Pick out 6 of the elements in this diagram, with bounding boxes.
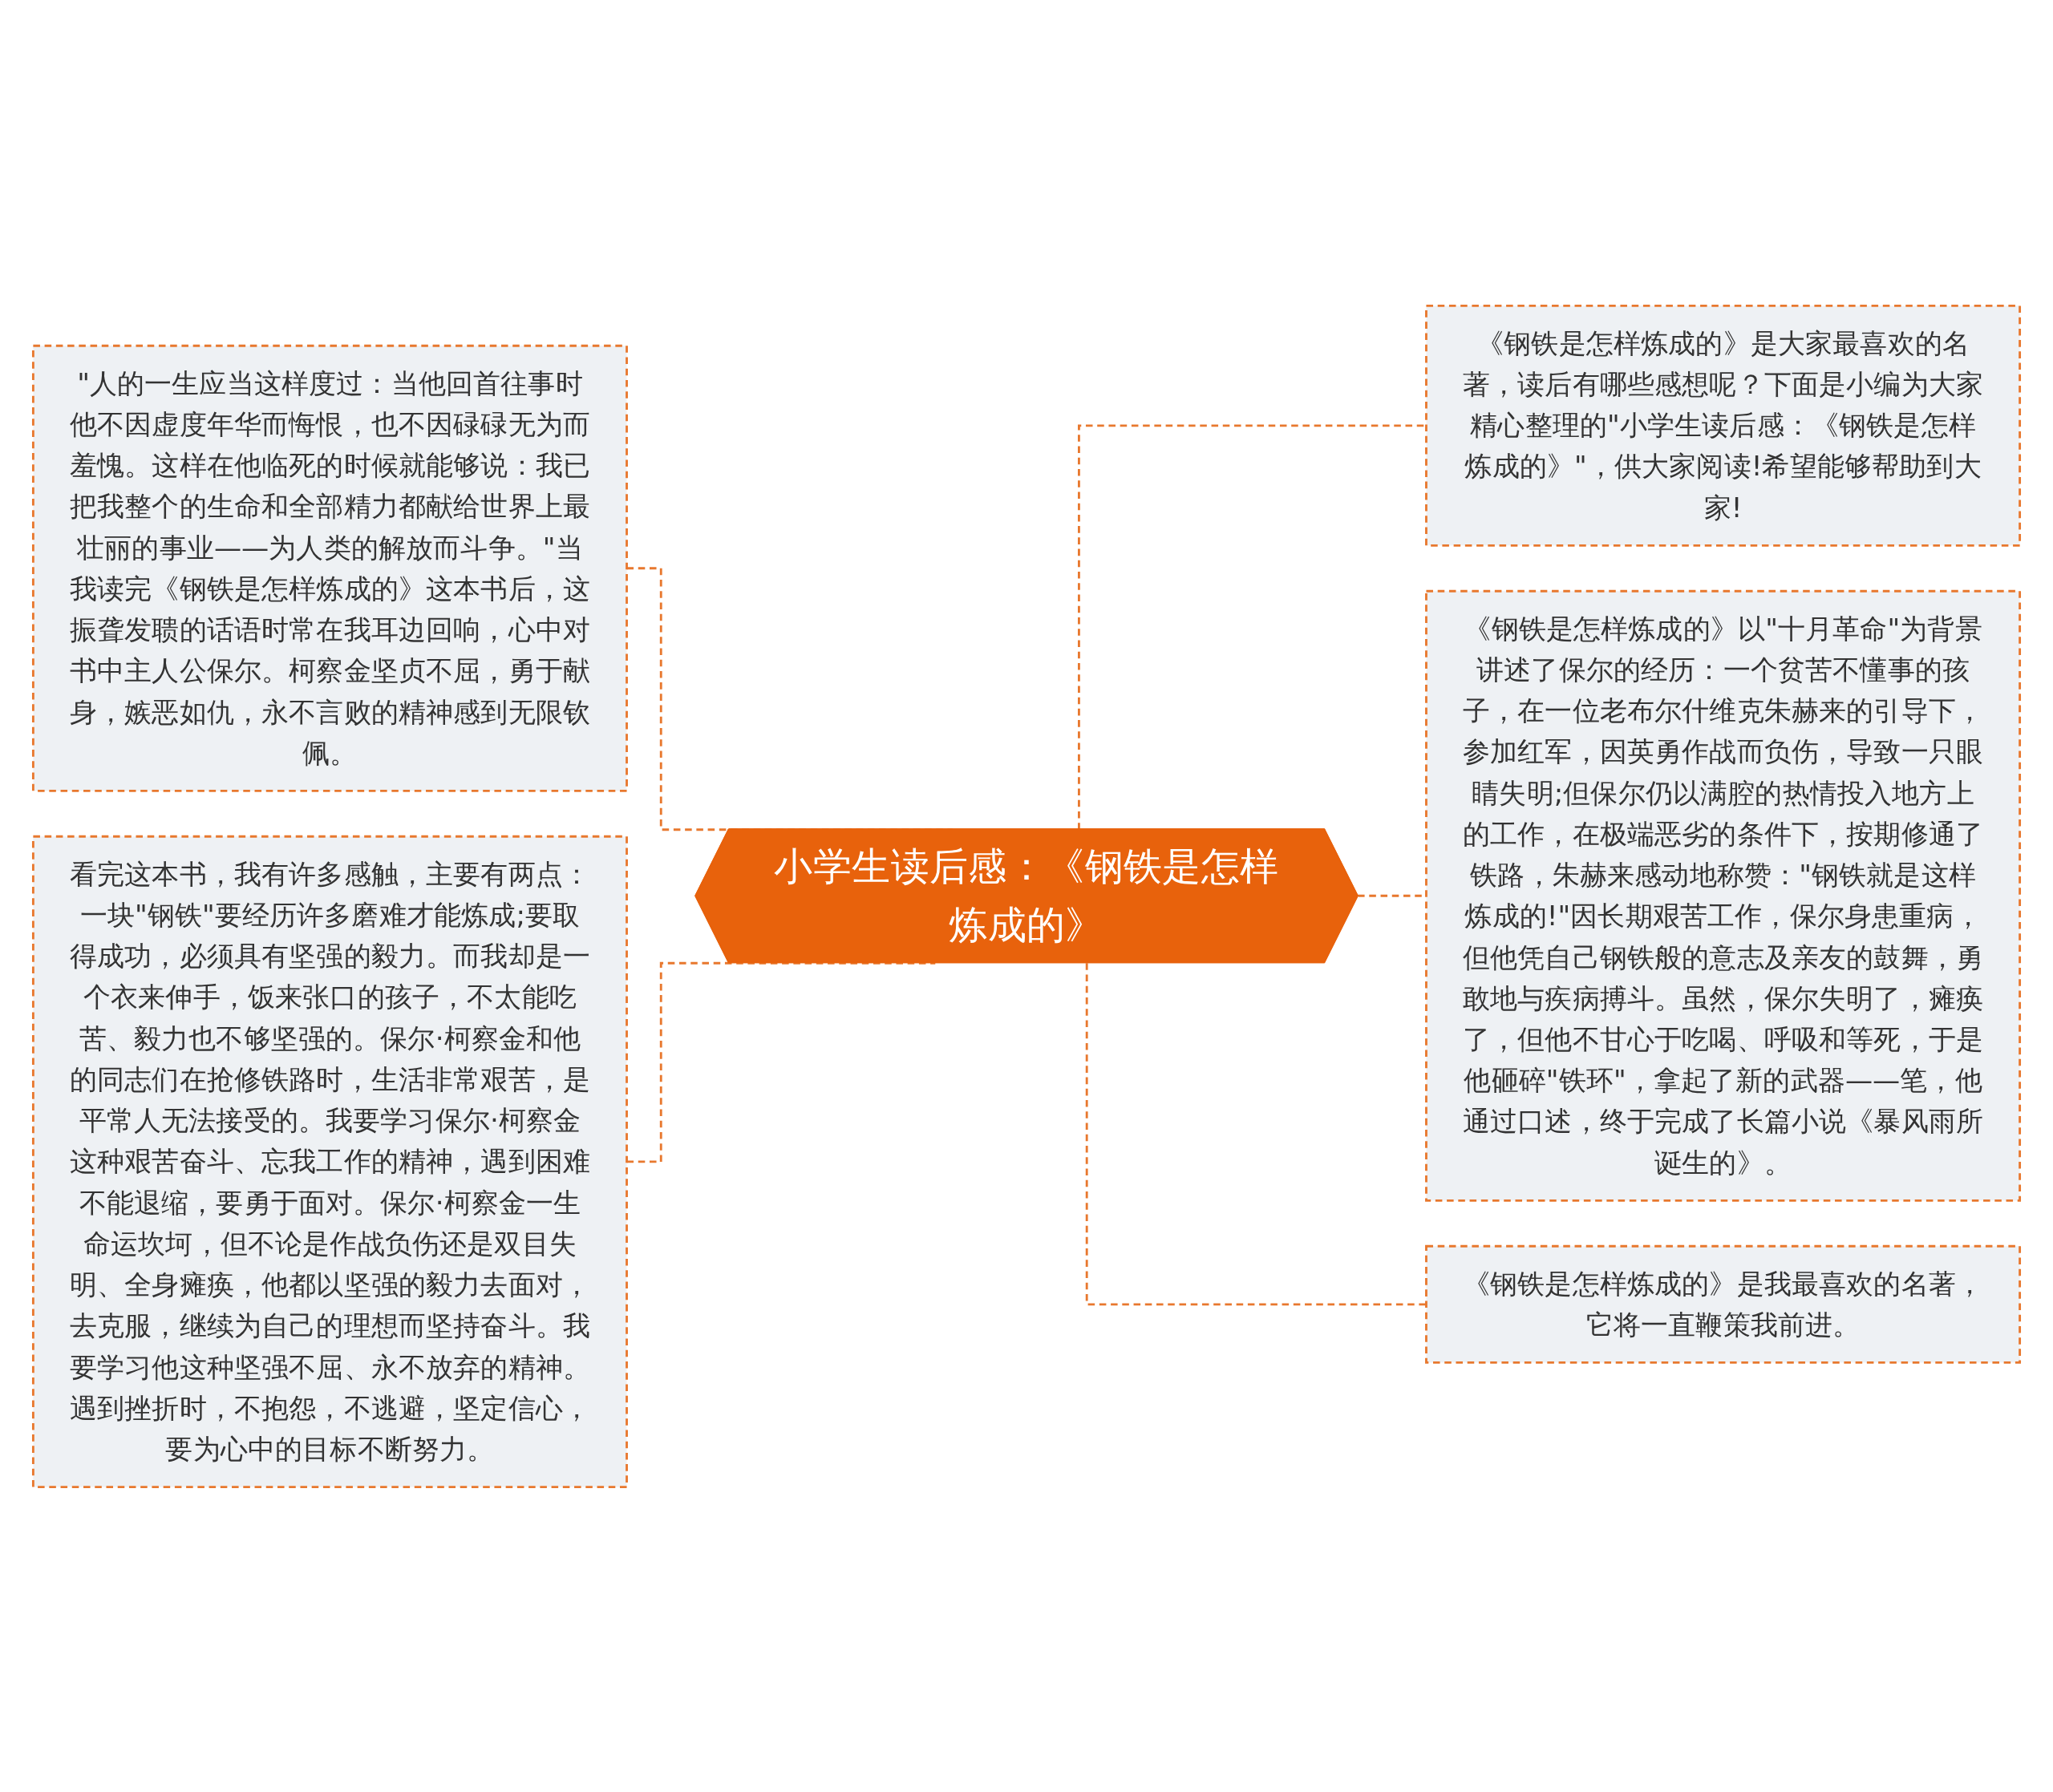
node-box: 《钢铁是怎样炼成的》是大家最喜欢的名著，读后有哪些感想呢？下面是小编为大家精心整理的"小学生读后感：《钢铁是怎样炼成的》"，供大家阅读!希望能够帮助到大家!	[1425, 304, 2022, 547]
node-box: 《钢铁是怎样炼成的》以"十月革命"为背景讲述了保尔的经历：一个贫苦不懂事的孩子，在一位老布尔什维克朱赫来的引导下，参加红军，因英勇作战而负伤，导致一只眼睛失明;但保尔仍以满腔的热情投入地方上的工作，在极端恶劣的条件下，按期修通了铁路，朱赫来感动地称赞："钢铁就是这样炼成的!"因长期艰苦工作，保尔身患重病，但他凭自己钢铁般的意志及亲友的鼓舞，勇敢地与疾病搏斗。虽然，保尔失明了，瘫痪了，但他不甘心于吃喝、呼吸和等死，于是他砸碎"铁环"，拿起了新的武器——笔，他通过口述，终于完成了长篇小说《暴风雨所诞生的》。	[1425, 589, 2022, 1202]
connector	[1085, 962, 1427, 1305]
node-box: "人的一生应当这样度过：当他回首往事时他不因虚度年华而悔恨，也不因碌碌无为而羞愧。这样在他临死的时候就能够说：我已把我整个的生命和全部精力都献给世界上最壮丽的事业——为人类的解放而斗争。"当我读完《钢铁是怎样炼成的》这本书后，这振聋发聩的话语时常在我耳边回响，心中对书中主人公保尔。柯察金坚贞不屈，勇于献身，嫉恶如仇，永不言败的精神感到无限钦佩。	[31, 344, 628, 792]
node-box: 《钢铁是怎样炼成的》是我最喜欢的名著，它将一直鞭策我前进。	[1425, 1244, 2022, 1364]
node-box: 看完这本书，我有许多感触，主要有两点：一块"钢铁"要经历许多磨难才能炼成;要取得成功，必须具有坚强的毅力。而我却是一个衣来伸手，饭来张口的孩子，不太能吃苦、毅力也不够坚强的。保尔·柯察金和他的同志们在抢修铁路时，生活非常艰苦，是平常人无法接受的。我要学习保尔·柯察金这种艰苦奋斗、忘我工作的精神，遇到困难不能退缩，要勇于面对。保尔·柯察金一生命运坎坷，但不论是作战负伤还是双目失明、全身瘫痪，他都以坚强的毅力去面对，去克服，继续为自己的理想而坚持奋斗。我要学习他这种坚强不屈、永不放弃的精神。遇到挫折时，不抱怨，不逃避，坚定信心，要为心中的目标不断努力。	[31, 835, 628, 1488]
